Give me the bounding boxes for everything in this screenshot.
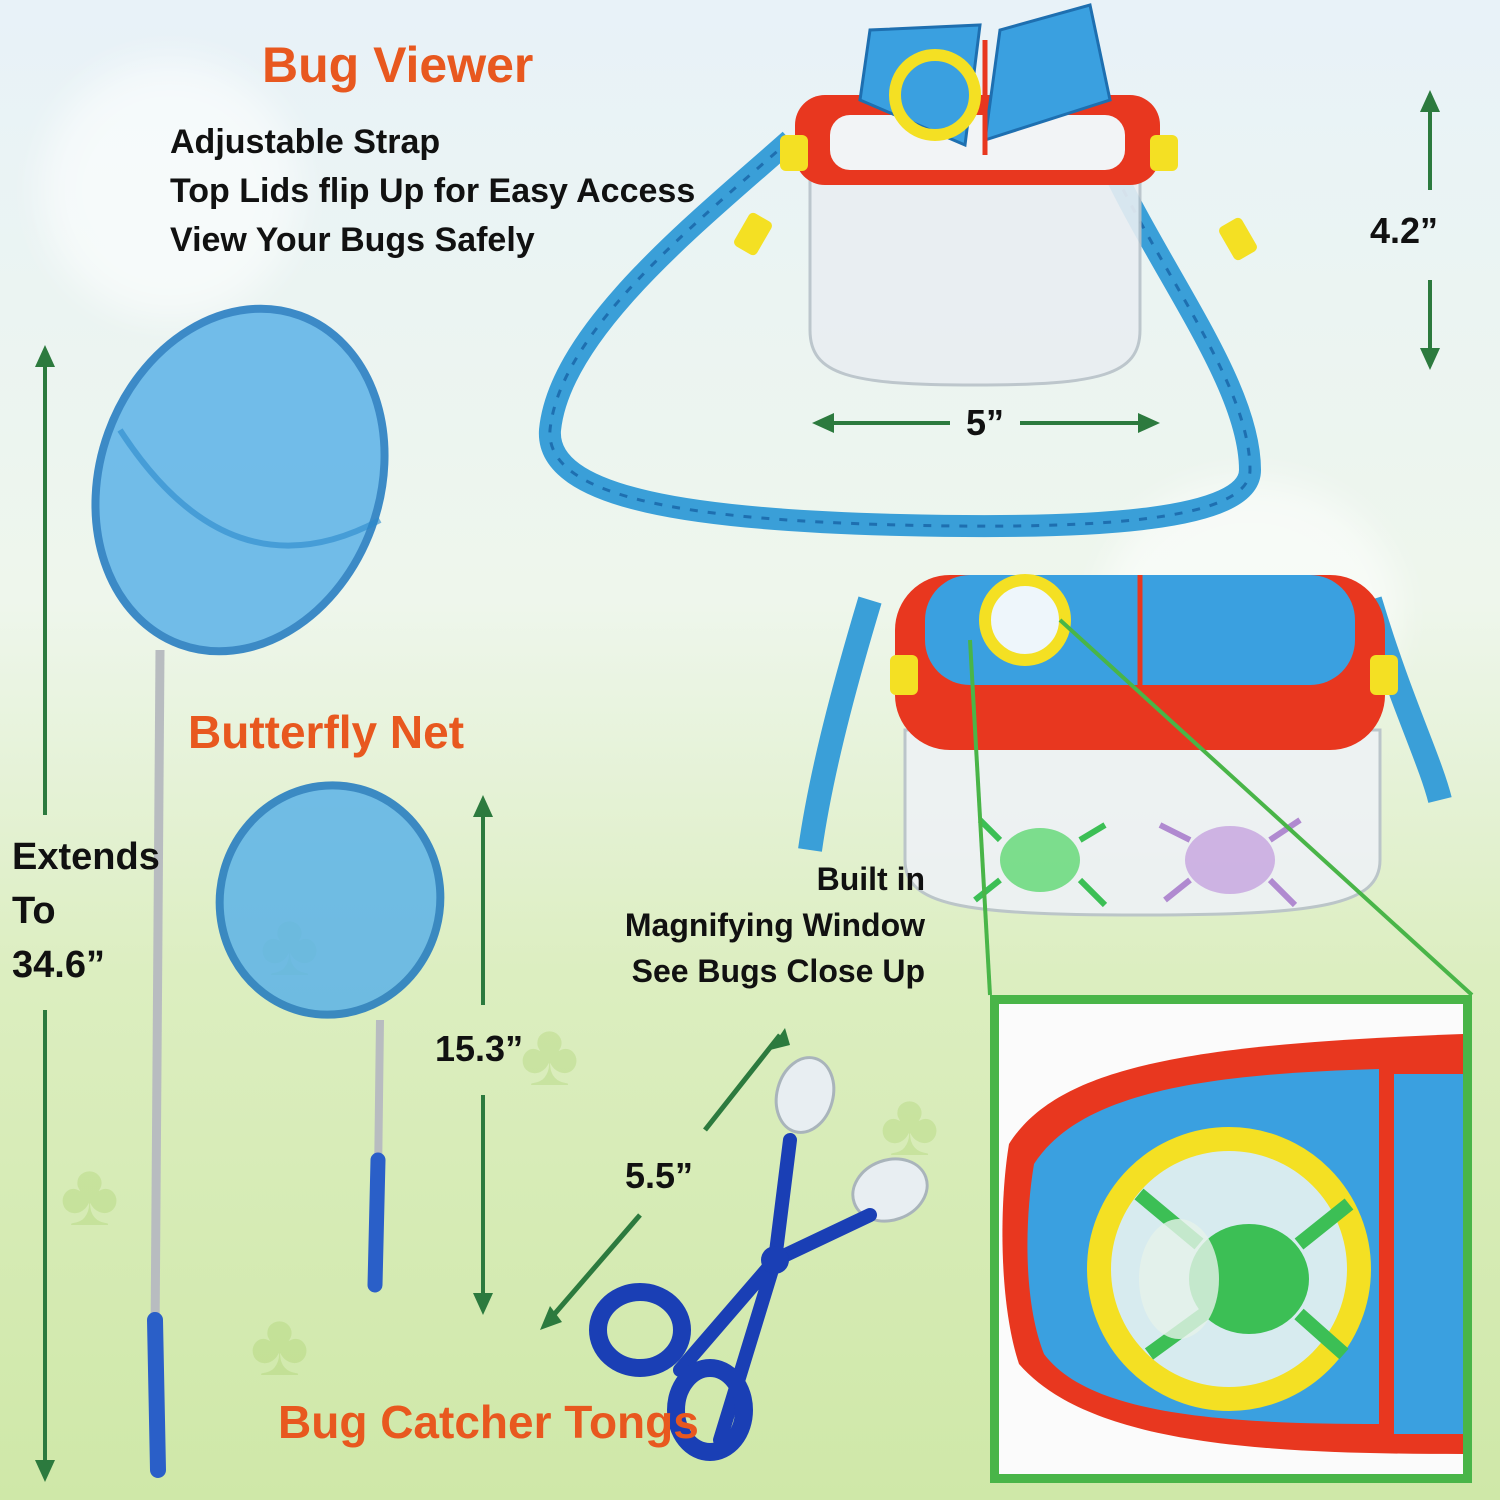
bug-catcher-tongs: [589, 1056, 929, 1461]
feature-line: Adjustable Strap: [170, 123, 441, 161]
bug-viewer-open-lid: [538, 3, 1262, 538]
tongs-dimension-arrow: [540, 1028, 790, 1330]
extends-arrow-bottom: [43, 1010, 47, 1472]
extends-label: Extends To 34.6”: [12, 830, 160, 992]
clover-icon: ♣: [250, 1295, 310, 1395]
extends-line: 34.6”: [12, 944, 105, 986]
magnifier-line: Built in: [816, 861, 925, 897]
bug-viewer-title: Bug Viewer: [262, 37, 534, 93]
magnifier-description: Built in Magnifying Window See Bugs Clos…: [585, 856, 925, 994]
height-arrow-bottom: [1428, 280, 1432, 360]
extends-line: To: [12, 890, 56, 932]
feature-line: Top Lids flip Up for Easy Access: [170, 172, 696, 210]
clover-icon: ♣: [520, 1005, 580, 1105]
width-arrow-right: [1020, 421, 1150, 425]
tongs-dimension-label: 5.5”: [625, 1155, 694, 1196]
net-dimension-label: 15.3”: [435, 1028, 524, 1069]
butterfly-net-small: [215, 781, 445, 1293]
butterfly-net-large: [91, 304, 389, 1478]
tongs-title: Bug Catcher Tongs: [278, 1396, 699, 1448]
bug-viewer-closed-lid: [798, 574, 1474, 997]
butterfly-net-title: Butterfly Net: [188, 706, 465, 758]
magnifier-line: See Bugs Close Up: [631, 953, 925, 989]
width-dimension-label: 5”: [966, 402, 1005, 443]
magnifier-closeup: [1002, 1034, 1463, 1454]
width-arrow-left: [820, 421, 950, 425]
magnifier-line: Magnifying Window: [624, 907, 925, 943]
net-arrow-bottom: [481, 1095, 485, 1305]
height-arrow-top: [1428, 100, 1432, 190]
magnifier-zoom-inset: [990, 995, 1472, 1483]
feature-line: View Your Bugs Safely: [170, 221, 535, 259]
clover-icon: ♣: [880, 1075, 940, 1175]
bug-viewer-features: Adjustable Strap Top Lids flip Up for Ea…: [170, 118, 695, 265]
height-dimension-label: 4.2”: [1370, 210, 1439, 251]
extends-arrow-top: [43, 355, 47, 815]
extends-line: Extends: [12, 836, 160, 878]
clover-icon: ♣: [60, 1145, 120, 1245]
net-arrow-top: [481, 805, 485, 1005]
background-glow: [40, 60, 300, 320]
